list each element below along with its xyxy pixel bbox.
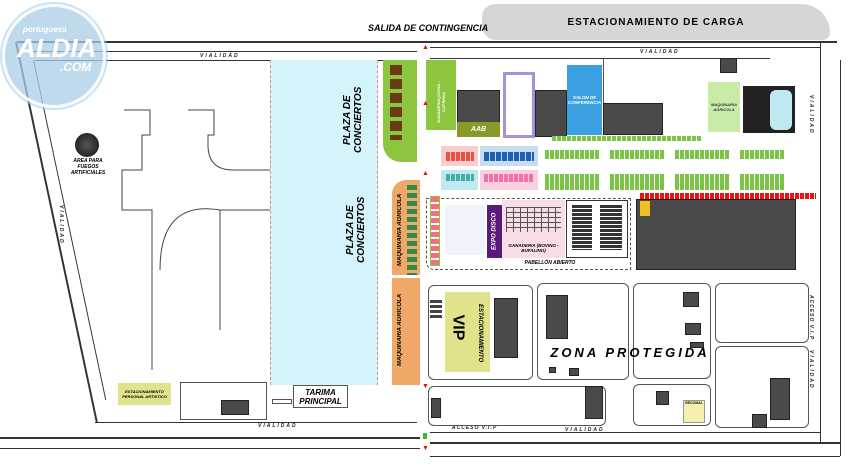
livestock-cattle-label: GANADERIA (BOVINO - BUFALINO) <box>508 243 559 253</box>
vip-parking-big-label: VIP <box>450 314 467 341</box>
road-label-bottom-right: VIALIDAD <box>565 427 605 433</box>
artist-parking: ESTACIONAMIENTO PERSONAL ARTISTICO <box>118 383 171 405</box>
expo-disco: EXPO DISCO <box>487 205 502 258</box>
green-gate-icon <box>423 433 427 439</box>
entrance-arrow-icon: ▲ <box>422 100 429 107</box>
concert-plaza-label-2: PLAZA DE CONCIERTOS <box>345 196 367 264</box>
recomal-label: RECOMAL <box>685 401 703 405</box>
red-stands <box>640 193 816 199</box>
recomal-area: RECOMAL <box>683 400 705 423</box>
road-label-right: VIALIDAD <box>808 95 814 135</box>
aab-area: AAB <box>457 122 500 137</box>
conference-hall-label: SALON DE CONFERENCIA <box>568 95 602 105</box>
vip-parking-label: ESTACIONAMIENTO <box>477 303 483 363</box>
main-pavilion <box>636 199 796 270</box>
watermark-logo: portuguesa ALDIA .COM <box>2 4 106 108</box>
agri-machinery-label-2: MAQUINARIA AGRICOLA <box>397 293 403 367</box>
concert-plaza-label-1: PLAZA DE CONCIERTOS <box>342 86 364 154</box>
agri-machinery-label-3: MAQUINARIA AGRICOLA <box>711 102 737 112</box>
fireworks-label: AREA PARA FUEGOS ARTIFICIALES <box>70 158 106 176</box>
agri-machinery-label-1: MAQUINARIA AGRICOLA <box>397 193 403 267</box>
entrance-arrow-icon: ▼ <box>422 383 429 390</box>
watermark-brand-main: ALDIA <box>17 33 97 63</box>
road-label-bottom: VIALIDAD <box>258 423 298 429</box>
conference-hall: SALON DE CONFERENCIA <box>567 65 602 135</box>
road-label-right-lower: VIALIDAD <box>808 350 814 390</box>
road-label-top-right: VIALIDAD <box>640 49 680 55</box>
road-label-vip-access-right: ACCESO V.I.P <box>808 295 814 341</box>
road-label-left: VIALIDAD <box>58 205 64 245</box>
watermark-brand-suffix: .COM <box>60 60 92 74</box>
expo-disco-label: EXPO DISCO <box>491 212 498 251</box>
livestock-goat-area <box>426 60 456 130</box>
vip-parking <box>445 292 490 372</box>
fireworks-icon <box>75 133 99 157</box>
exit-label: SALIDA DE CONTINGENCIA <box>368 23 489 33</box>
green-stands <box>545 150 785 190</box>
road-label-vip-access: ACCESO V.I.P <box>452 425 498 431</box>
loading-parking-label: ESTACIONAMIENTO DE CARGA <box>567 16 745 28</box>
concert-plaza <box>270 60 378 385</box>
food-court <box>503 72 535 138</box>
loading-parking-area: ESTACIONAMIENTO DE CARGA <box>482 4 830 40</box>
livestock-goat-label: GANADERIA (OVINO - CAPRINO) <box>436 81 446 124</box>
protected-zone-label: ZONA PROTEGIDA <box>550 345 710 360</box>
artist-parking-label: ESTACIONAMIENTO PERSONAL ARTISTICO <box>122 389 167 399</box>
entrance-arrow-icon: ▼ <box>422 445 429 452</box>
agri-machinery-area-2 <box>392 278 420 385</box>
entrance-arrow-icon: ▲ <box>422 170 429 177</box>
main-stage-label: TARIMA PRINCIPAL <box>299 387 342 406</box>
open-pavilion-label: PABELLÓN ABIERTO <box>524 260 576 266</box>
watermark-brand-top: portuguesa <box>23 25 67 34</box>
agri-machinery-area-3: MAQUINARIA AGRICOLA <box>708 82 740 132</box>
road-label-top: VIALIDAD <box>200 53 240 59</box>
aab-label: AAB <box>470 126 487 133</box>
entrance-arrow-icon: ▲ <box>422 44 429 51</box>
main-stage: TARIMA PRINCIPAL <box>293 385 348 408</box>
